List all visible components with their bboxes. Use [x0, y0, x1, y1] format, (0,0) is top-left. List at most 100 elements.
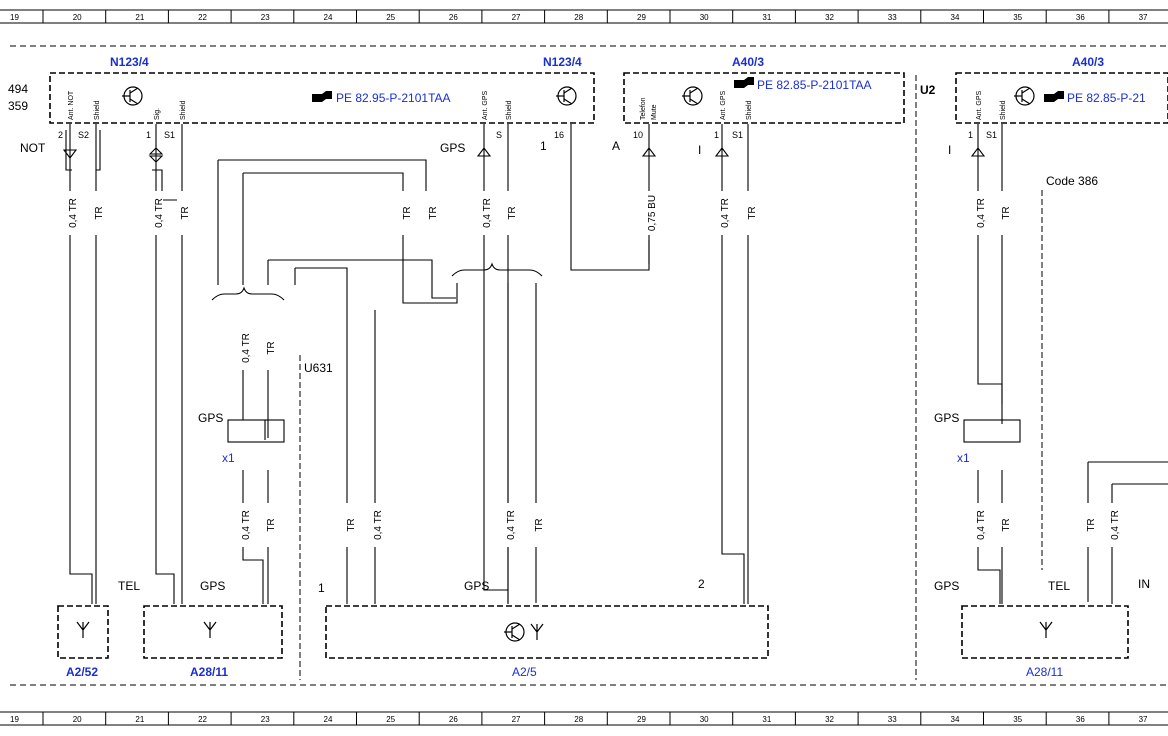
- wire-color-label: 0,4 TR: [241, 510, 252, 540]
- signal-label: GPS: [198, 411, 223, 425]
- pin-label: S1: [164, 130, 175, 140]
- pin-label: 1: [146, 130, 151, 140]
- wire-color-label: TR: [266, 518, 277, 531]
- ruler-number: 31: [762, 13, 771, 22]
- ruler-number: 25: [386, 715, 395, 724]
- wire-label-bg: [644, 191, 656, 235]
- a2-5-label: A2/5: [512, 665, 537, 679]
- signal-label: I: [698, 143, 701, 157]
- ruler-number: 23: [261, 13, 270, 22]
- wire-label-bg: [238, 503, 250, 547]
- ruler-number: 37: [1139, 13, 1148, 22]
- a28-11-box-left: [143, 605, 283, 659]
- wire-color-label: 0,4 TR: [1110, 510, 1121, 540]
- signal-label: A: [612, 139, 620, 153]
- wire-color-label: 0,4 TR: [68, 198, 79, 228]
- pin-name: Shield: [180, 100, 187, 120]
- signal-label: GPS: [464, 579, 489, 593]
- ruler-number: 27: [512, 715, 521, 724]
- ruler-number: 19: [10, 715, 19, 724]
- pin-label: S: [496, 130, 502, 140]
- wire-label-bg: [503, 503, 515, 547]
- ruler-number: 34: [951, 13, 960, 22]
- signal-label: TEL: [1048, 579, 1070, 593]
- a40-3-box-right: [955, 72, 1168, 124]
- pin-name: Ant. GPS: [482, 90, 489, 120]
- wire-color-label: 0,4 TR: [241, 333, 252, 363]
- wire-color-label: 0,4 TR: [154, 198, 165, 228]
- ruler-number: 20: [73, 13, 82, 22]
- wire-label-bg: [717, 191, 729, 235]
- ruler-number: 22: [198, 715, 207, 724]
- wire-color-label: TR: [94, 206, 105, 219]
- fragment-494: 494: [8, 82, 28, 96]
- signal-label: I: [948, 143, 951, 157]
- a2-52-label: A2/52: [66, 665, 98, 679]
- wire-label-bg: [504, 191, 516, 235]
- pin-name: Ant. GPS: [720, 90, 727, 120]
- a28-11-label-left: A28/11: [190, 665, 228, 679]
- wire-color-label: TR: [1001, 518, 1012, 531]
- wire-label-bg: [263, 503, 275, 547]
- a40-3-box-mid: [623, 72, 905, 124]
- connector-x1-label: x1: [222, 451, 235, 465]
- transistor-icon: [122, 86, 1035, 642]
- n123-4-box: [49, 72, 595, 124]
- ruler-number: 33: [888, 715, 897, 724]
- connector-symbol-icon: [62, 147, 986, 163]
- pin-name: Telefon: [640, 97, 647, 120]
- n123-4-label-left: N123/4: [110, 55, 149, 69]
- pin-name: Mute: [651, 104, 658, 120]
- wire-color-label: 0,4 TR: [373, 510, 384, 540]
- wire-label-bg: [177, 191, 189, 235]
- u2-label: U2: [920, 83, 936, 97]
- wire-color-label: TR: [266, 341, 277, 354]
- a28-11-box-right: [961, 605, 1129, 659]
- wire-color-label: TR: [402, 206, 413, 219]
- wire-label-bg: [1083, 503, 1095, 547]
- wire-color-label: 0,4 TR: [976, 510, 987, 540]
- signal-label: TEL: [118, 579, 140, 593]
- ruler-number: 27: [512, 13, 521, 22]
- u631-label: U631: [304, 361, 333, 375]
- wire-label-bg: [744, 191, 756, 235]
- reference-pe-left: PE 82.95-P-2101TAA: [336, 91, 451, 105]
- signal-label: GPS: [934, 579, 959, 593]
- a2-52-box: [57, 605, 109, 659]
- connector-x1-label: x1: [957, 451, 970, 465]
- wire-color-label: 0,75 BU: [647, 195, 658, 231]
- signal-label: 1: [318, 581, 325, 595]
- wire-color-label: TR: [1001, 206, 1012, 219]
- pin-label: 16: [554, 130, 564, 140]
- signal-label: 2: [698, 577, 705, 591]
- ruler-number: 19: [10, 13, 19, 22]
- hand-pointer-icon: [312, 77, 1064, 102]
- wire-group: [65, 124, 1168, 604]
- wire-color-label: TR: [534, 518, 545, 531]
- signal-label: 1: [540, 139, 547, 153]
- ruler-number: 21: [135, 715, 144, 724]
- wire-color-label: TR: [428, 206, 439, 219]
- pin-name: Shield: [94, 100, 101, 120]
- ruler-number: 35: [1013, 13, 1022, 22]
- code386-label: Code 386: [1046, 174, 1098, 188]
- wire-color-label: TR: [180, 206, 191, 219]
- wire-color-label: 0,4 TR: [482, 198, 493, 228]
- wire-label-bg: [370, 503, 382, 547]
- signal-label: GPS: [200, 579, 225, 593]
- signal-label: IN: [1138, 577, 1150, 591]
- wire-color-label: TR: [747, 206, 758, 219]
- wire-label-bg: [479, 191, 491, 235]
- fragment-359: 359: [8, 99, 28, 113]
- ruler-number: 23: [261, 715, 270, 724]
- ruler-number: 28: [574, 715, 583, 724]
- ruler-number: 26: [449, 13, 458, 22]
- pin-name: Ant. GPS: [976, 90, 983, 120]
- wire-label-bg: [263, 326, 275, 370]
- ruler-number: 20: [73, 715, 82, 724]
- wire-label-bg: [238, 326, 250, 370]
- signal-label: NOT: [20, 141, 46, 155]
- wire-color-label: TR: [1086, 518, 1097, 531]
- pin-label: 10: [633, 130, 643, 140]
